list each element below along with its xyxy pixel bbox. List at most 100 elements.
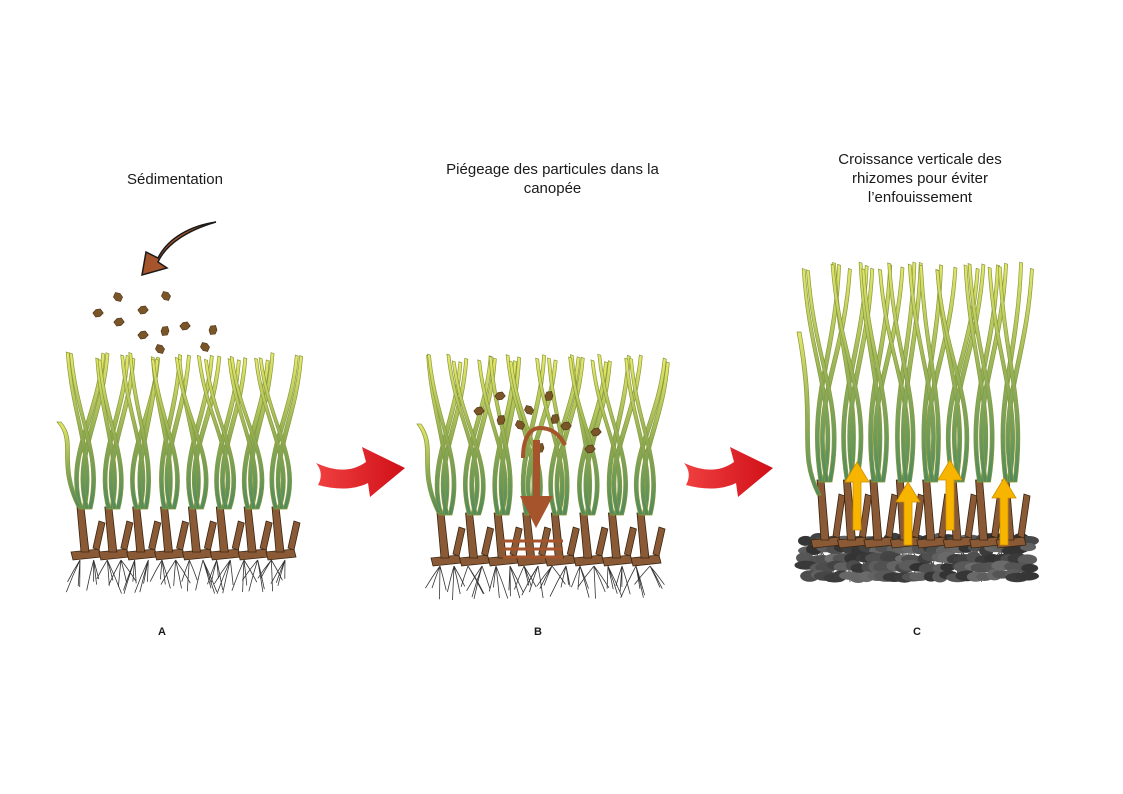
up-arrow-icon bbox=[895, 481, 921, 546]
sediment-particle bbox=[550, 414, 560, 424]
root bbox=[160, 559, 191, 589]
leaf bbox=[547, 357, 570, 516]
panel-b-title: Piégeage des particules dans la canopée bbox=[446, 161, 659, 197]
root bbox=[571, 565, 590, 598]
leaf bbox=[583, 360, 612, 516]
leaf bbox=[830, 263, 864, 483]
leaf bbox=[814, 263, 842, 483]
rhizome-stem bbox=[566, 526, 580, 557]
leaf bbox=[416, 423, 442, 514]
sediment-particle bbox=[208, 325, 218, 335]
up-arrow-icon bbox=[991, 477, 1017, 546]
leaf bbox=[97, 358, 124, 510]
rhizome-stem bbox=[231, 520, 245, 551]
panel-a-letter: A bbox=[158, 626, 166, 638]
rhizome-stem bbox=[243, 506, 257, 553]
rhizome-stem bbox=[203, 520, 217, 551]
root bbox=[270, 559, 286, 586]
rhizome-stem bbox=[176, 520, 190, 551]
leaf bbox=[492, 360, 518, 516]
leaf bbox=[895, 261, 917, 483]
leaf bbox=[919, 264, 941, 483]
up-arrow-icon bbox=[937, 459, 963, 531]
root bbox=[207, 559, 224, 590]
rhizome-stem bbox=[160, 506, 174, 553]
leaf bbox=[979, 262, 1009, 483]
panel-c-title: Croissance verticale des rhizomes pour é… bbox=[838, 151, 1002, 206]
sediment-particle bbox=[496, 415, 506, 425]
leaf bbox=[633, 357, 667, 516]
root bbox=[181, 559, 198, 592]
root bbox=[447, 565, 466, 601]
leaf bbox=[548, 356, 581, 516]
root bbox=[514, 565, 537, 590]
sediment-particle bbox=[113, 317, 125, 327]
rhizome-stem bbox=[436, 512, 450, 559]
rhizome-stem bbox=[964, 493, 978, 539]
sediment-grain bbox=[833, 562, 850, 572]
leaf bbox=[520, 354, 547, 516]
root bbox=[425, 565, 447, 600]
leaf bbox=[806, 269, 837, 483]
down-arrow-icon bbox=[503, 425, 567, 559]
rhizome-stem bbox=[104, 506, 118, 553]
root bbox=[134, 559, 149, 593]
rhizome-stem bbox=[579, 512, 593, 559]
rhizome-stem bbox=[271, 506, 285, 553]
root bbox=[108, 559, 137, 587]
leaf bbox=[1000, 261, 1024, 483]
sediment-particle bbox=[137, 330, 149, 340]
sediment-particle bbox=[584, 444, 596, 454]
leaf bbox=[606, 354, 631, 516]
sediment-particles-b bbox=[473, 391, 602, 454]
root bbox=[149, 559, 171, 589]
root bbox=[466, 565, 491, 599]
root bbox=[549, 565, 571, 597]
root bbox=[634, 565, 665, 589]
leaf bbox=[427, 353, 457, 516]
rhizome-stem bbox=[132, 506, 146, 553]
leaf bbox=[174, 356, 209, 510]
sediment-particle bbox=[155, 344, 165, 354]
sediment-grain bbox=[1015, 571, 1039, 581]
sediment-particle bbox=[160, 326, 170, 336]
root bbox=[536, 565, 566, 589]
rhizome bbox=[630, 554, 662, 567]
root bbox=[123, 559, 137, 594]
sediment-particle bbox=[515, 420, 525, 430]
rhizome-stem bbox=[816, 479, 830, 541]
root bbox=[86, 559, 100, 591]
rhizome-stem bbox=[215, 506, 229, 553]
leaf bbox=[151, 358, 180, 510]
red-process-arrow-icon bbox=[684, 447, 773, 497]
leaf bbox=[204, 358, 237, 510]
sediment-particle bbox=[544, 391, 554, 401]
root bbox=[508, 565, 524, 599]
rhizome-stem bbox=[607, 512, 621, 559]
leaf bbox=[451, 360, 486, 516]
leaf bbox=[159, 353, 183, 510]
panel-b-letter: B bbox=[534, 626, 542, 638]
root bbox=[488, 565, 509, 599]
curved-arrow-icon bbox=[141, 221, 217, 277]
rhizome-stem bbox=[493, 512, 507, 559]
sediment-particle bbox=[473, 406, 485, 416]
rhizome-stem bbox=[287, 520, 301, 551]
leaf bbox=[997, 265, 1021, 483]
rhizome-stem bbox=[832, 493, 846, 539]
leaf bbox=[469, 357, 497, 516]
leaf bbox=[275, 355, 303, 510]
leaf bbox=[69, 352, 96, 510]
leaf bbox=[434, 361, 463, 516]
root bbox=[577, 565, 610, 599]
panel-a-title: Sédimentation bbox=[127, 171, 223, 188]
seagrass-bed-a bbox=[56, 351, 303, 594]
panel-c-letter: C bbox=[913, 626, 921, 638]
leaf bbox=[128, 352, 151, 510]
leaf bbox=[269, 354, 299, 510]
sediment-particle bbox=[494, 391, 506, 401]
leaf bbox=[796, 331, 822, 496]
rhizome-stem bbox=[595, 526, 609, 557]
leaf bbox=[640, 361, 670, 516]
